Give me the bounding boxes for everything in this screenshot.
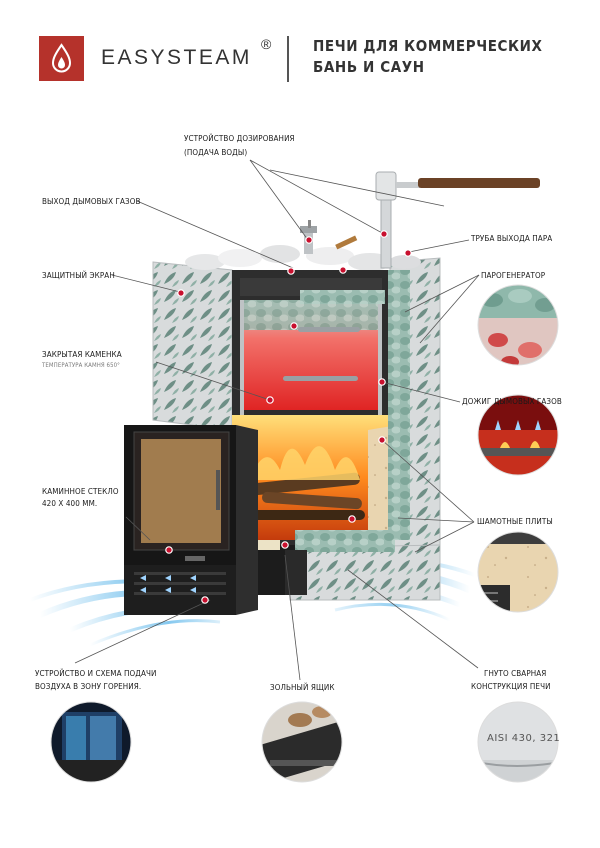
label-steam-generator: ПАРОГЕНЕРАТОР xyxy=(481,271,546,280)
pointer-dots xyxy=(165,230,412,604)
protective-screen-left xyxy=(152,261,233,431)
heater-tube-1 xyxy=(298,327,360,332)
steel-grade-text: AISI 430, 321 xyxy=(487,733,561,744)
label-stone-temperature: ТЕМПЕРАТУРА КАМНЯ 650° xyxy=(42,362,120,369)
label-closed-heater: ЗАКРЫТАЯ КАМЕНКА xyxy=(42,350,122,359)
label-chamotte: ШАМОТНЫЕ ПЛИТЫ xyxy=(477,517,553,526)
header-divider xyxy=(287,36,289,82)
brand-logo xyxy=(39,36,84,81)
steam-pipe xyxy=(375,171,540,269)
label-afterburn: ДОЖИГ ДЫМОВЫХ ГАЗОВ xyxy=(462,397,562,406)
label-dosing-line1: УСТРОЙСТВО ДОЗИРОВАНИЯ xyxy=(184,134,295,143)
header-title-line1: ПЕЧИ ДЛЯ КОММЕРЧЕСКИХ xyxy=(313,37,543,55)
registered-mark: ® xyxy=(261,36,272,52)
label-welded-line1: ГНУТО СВАРНАЯ xyxy=(484,669,547,678)
chamotte-plates xyxy=(368,426,392,540)
detail-air-supply xyxy=(51,702,131,782)
air-arrows xyxy=(140,575,196,593)
heater-tube-2 xyxy=(283,376,358,381)
label-steam-pipe: ТРУБА ВЫХОДА ПАРА xyxy=(471,234,553,243)
detail-ash-box xyxy=(262,702,342,782)
label-protective-screen: ЗАЩИТНЫЙ ЭКРАН xyxy=(42,271,115,280)
header-title-line2: БАНЬ И САУН xyxy=(313,58,425,76)
steam-pipe-handle xyxy=(418,178,540,188)
label-air-supply-line1: УСТРОЙСТВО И СХЕМА ПОДАЧИ xyxy=(35,669,157,678)
side-stones xyxy=(388,270,410,540)
label-dosing-line2: (ПОДАЧА ВОДЫ) xyxy=(184,148,248,157)
detail-chamotte xyxy=(478,532,558,612)
label-ash-box: ЗОЛЬНЫЙ ЯЩИК xyxy=(270,683,335,692)
leader-lines xyxy=(74,159,480,681)
fireplace-door xyxy=(124,425,236,615)
brand-name: EASYSTEAM xyxy=(101,46,252,69)
protective-screen-front xyxy=(289,544,441,601)
firewood xyxy=(245,472,365,520)
label-air-supply-line2: ВОЗДУХА В ЗОНУ ГОРЕНИЯ. xyxy=(35,682,142,691)
flame-drop-icon xyxy=(51,43,72,73)
label-glass-line1: КАМИННОЕ СТЕКЛО xyxy=(42,487,119,496)
label-flue-gas-exit: ВЫХОД ДЫМОВЫХ ГАЗОВ xyxy=(42,197,141,206)
label-glass-line2: 420 Х 400 ММ. xyxy=(42,499,98,508)
label-welded-line2: КОНСТРУКЦИЯ ПЕЧИ xyxy=(471,682,551,691)
